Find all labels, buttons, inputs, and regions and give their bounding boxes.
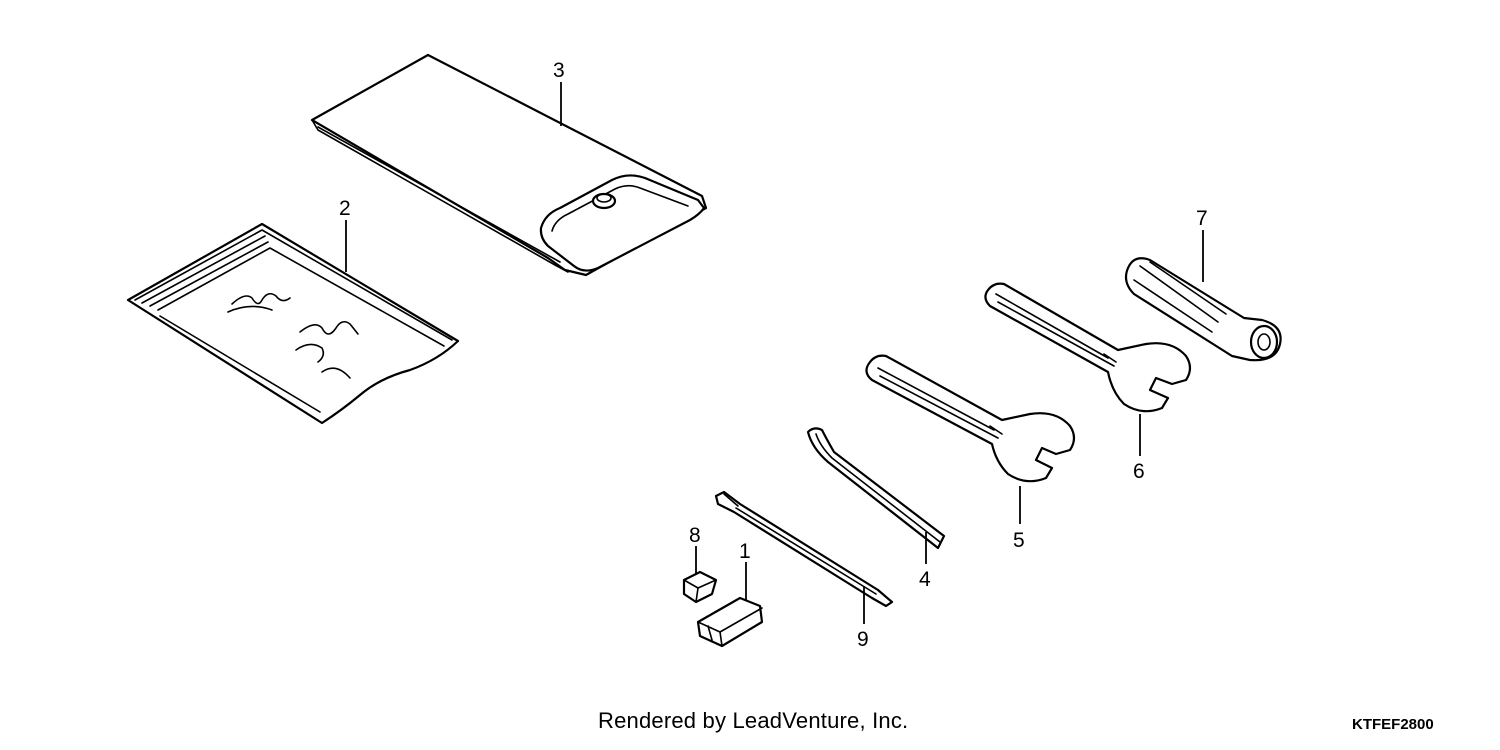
diagram-code: KTFEF2800 — [1352, 716, 1434, 733]
fuse-clip-drawing — [696, 596, 764, 648]
callout-6: 6 — [1133, 460, 1145, 483]
tool-bag-drawing — [310, 53, 708, 277]
callout-8: 8 — [689, 524, 701, 547]
callout-9: 9 — [857, 628, 869, 651]
callout-5: 5 — [1013, 529, 1025, 552]
callout-1: 1 — [739, 540, 751, 563]
screwdriver-bit-drawing — [714, 490, 894, 608]
manual-bag-drawing — [126, 222, 460, 425]
hex-wrench-drawing — [806, 427, 946, 550]
fuse-drawing — [682, 570, 718, 604]
callout-4: 4 — [919, 568, 931, 591]
large-wrench-drawing — [984, 282, 1192, 413]
callout-7: 7 — [1196, 207, 1208, 230]
credit-text: Rendered by LeadVenture, Inc. — [598, 708, 909, 733]
screwdriver-grip-drawing — [1124, 257, 1282, 362]
callout-3: 3 — [553, 59, 565, 82]
small-wrench-drawing — [865, 354, 1076, 483]
callout-2: 2 — [339, 197, 351, 220]
